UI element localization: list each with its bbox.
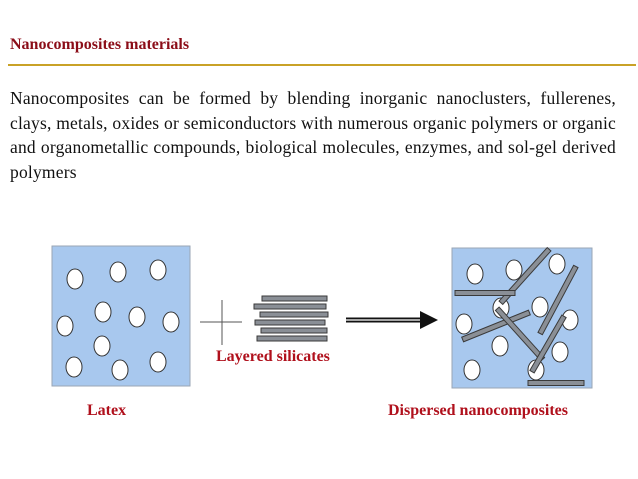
- dispersed-box: [451, 246, 593, 389]
- latex-box: [51, 245, 191, 387]
- page-title: Nanocomposites materials: [10, 36, 190, 53]
- title-divider: [8, 64, 636, 66]
- dispersed-nanocomposites-label: Dispersed nanocomposites: [388, 402, 569, 419]
- latex-label: Latex: [87, 402, 127, 419]
- plus-sign: [200, 300, 242, 345]
- body-paragraph: Nanocomposites can be formed by blending…: [10, 88, 616, 182]
- layered-silicates-stack: [253, 295, 329, 342]
- layered-silicates-label: Layered silicates: [216, 348, 330, 365]
- arrow-icon: [346, 311, 438, 329]
